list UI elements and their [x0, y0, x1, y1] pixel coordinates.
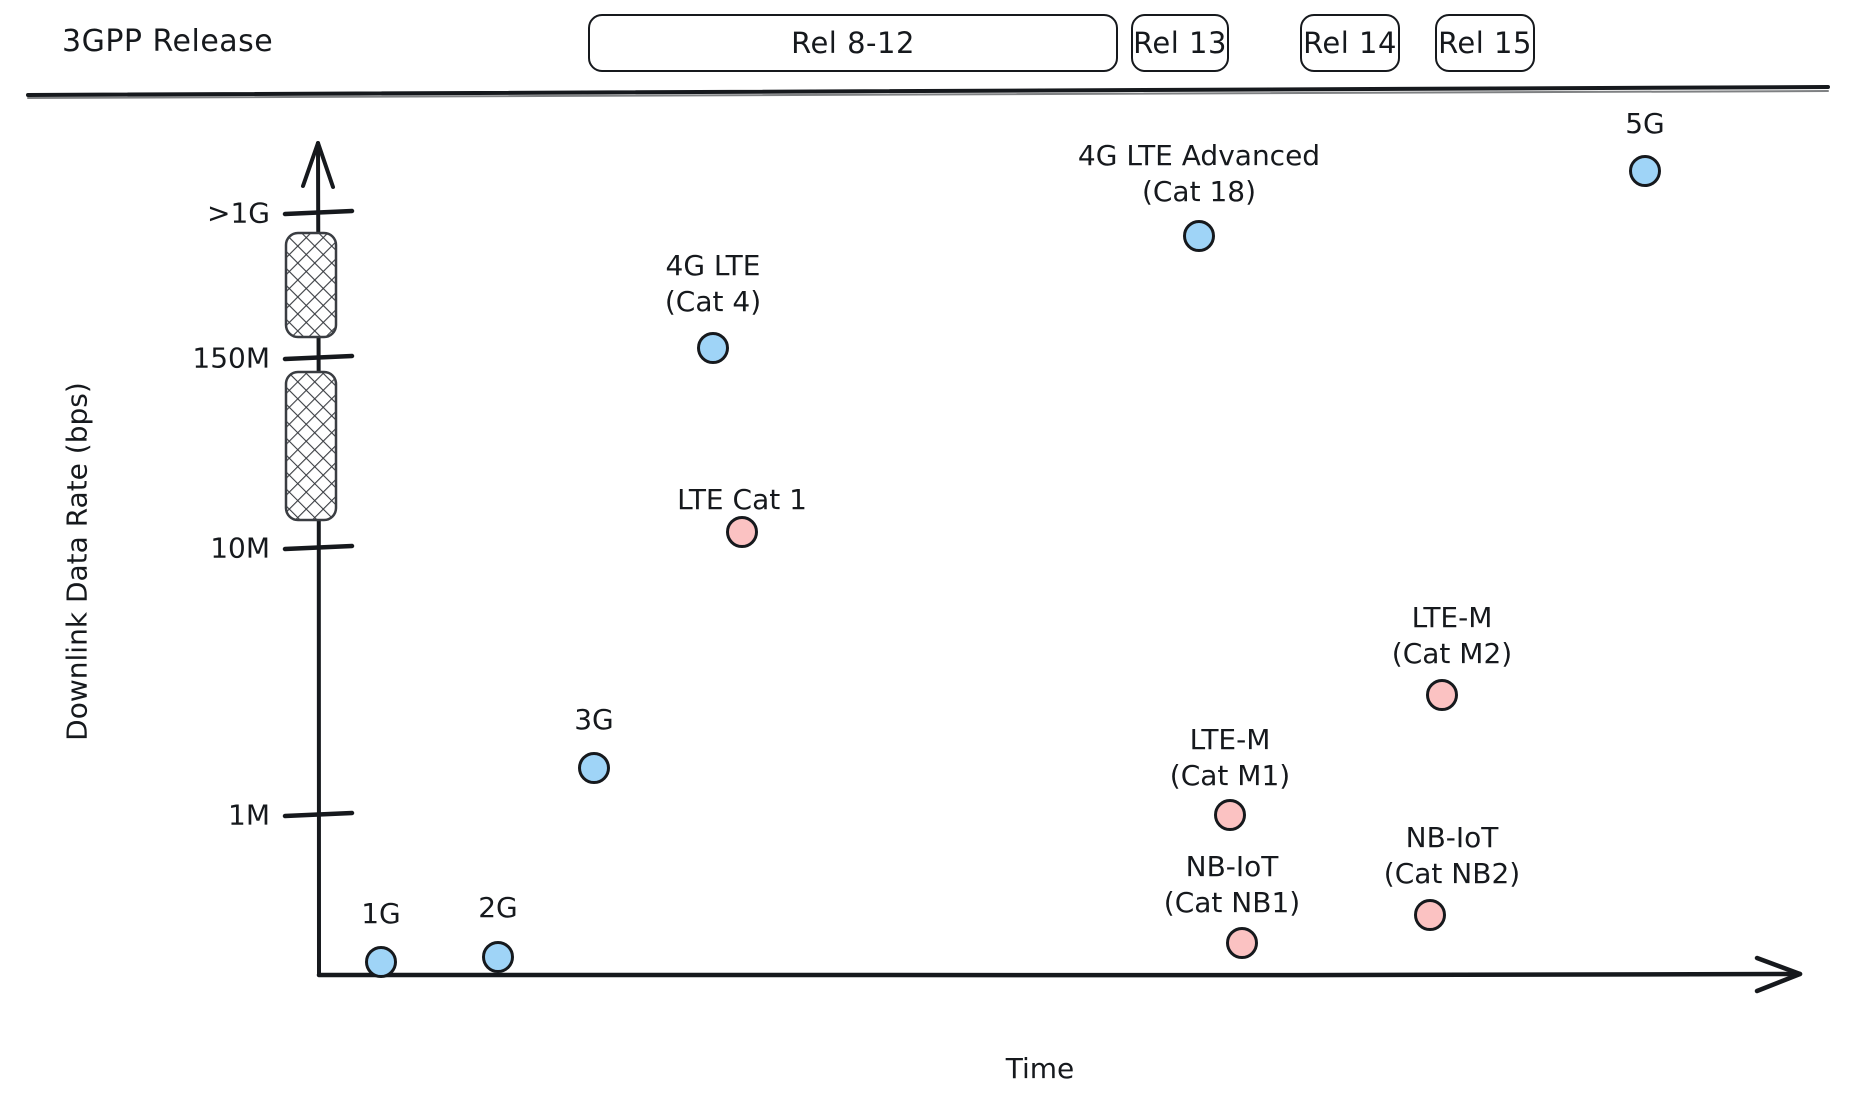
y-axis-title: Downlink Data Rate (bps) [60, 382, 94, 741]
release-box-label: Rel 15 [1438, 26, 1532, 60]
point-label: 2G [478, 891, 518, 924]
point-label: LTE-M (Cat M2) [1391, 601, 1513, 670]
y-tick-label: 150M [192, 341, 270, 375]
point-label: NB-IoT (Cat NB2) [1383, 821, 1521, 890]
release-box-rel-15[interactable]: Rel 15 [1435, 14, 1535, 72]
data-point-5g[interactable] [1629, 155, 1661, 187]
release-box-rel-13[interactable]: Rel 13 [1131, 14, 1229, 72]
data-point-lte-cat-1[interactable] [726, 516, 758, 548]
point-label: LTE Cat 1 [677, 483, 807, 516]
axis-break-marker [286, 372, 336, 520]
y-tick-label: 1M [228, 798, 270, 832]
data-point-4g-lte[interactable] [697, 332, 729, 364]
point-label: 4G LTE (Cat 4) [664, 249, 762, 318]
page-title: 3GPP Release [62, 24, 274, 59]
axis-break-marker [284, 231, 338, 339]
release-box-label: Rel 14 [1303, 26, 1397, 60]
y-tick-label: 10M [210, 531, 270, 565]
data-point-nb-iot[interactable] [1414, 899, 1446, 931]
x-axis-title: Time [1005, 1052, 1075, 1085]
data-point-nb-iot[interactable] [1226, 927, 1258, 959]
point-label: NB-IoT (Cat NB1) [1163, 850, 1301, 919]
point-label: LTE-M (Cat M1) [1169, 723, 1291, 792]
data-point-lte-m[interactable] [1426, 679, 1458, 711]
axis-break-marker [284, 370, 338, 522]
y-tick-mark [282, 208, 355, 217]
data-point-3g[interactable] [578, 752, 610, 784]
data-point-4g-lte-advanced[interactable] [1183, 220, 1215, 252]
release-box-label: Rel 8-12 [791, 26, 915, 60]
y-tick-mark [282, 353, 355, 362]
point-label: 5G [1625, 107, 1665, 140]
y-tick-label: >1G [207, 196, 270, 230]
y-tick-mark [282, 543, 355, 552]
point-label: 3G [574, 703, 614, 736]
release-box-rel-8-12[interactable]: Rel 8-12 [588, 14, 1118, 72]
point-label: 4G LTE Advanced (Cat 18) [1077, 139, 1321, 208]
axis-break-marker [286, 233, 336, 337]
data-point-1g[interactable] [365, 946, 397, 978]
point-label: 1G [361, 897, 401, 930]
data-point-2g[interactable] [482, 941, 514, 973]
release-box-rel-14[interactable]: Rel 14 [1300, 14, 1400, 72]
data-point-lte-m[interactable] [1214, 799, 1246, 831]
y-tick-mark [282, 810, 355, 819]
release-box-label: Rel 13 [1133, 26, 1227, 60]
